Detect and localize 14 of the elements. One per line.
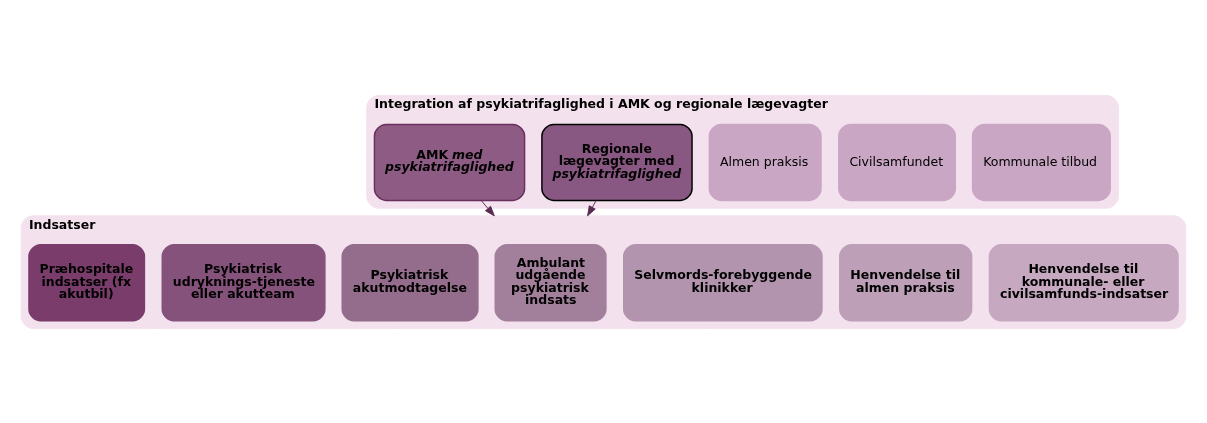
arrow [587,199,597,216]
node-box: Kommunale tilbud [971,123,1111,201]
node-box: Psykiatrisk akutmodtagelse [341,243,479,321]
node-box: Ambulant udgående psykiatrisk indsats [494,243,607,321]
node-box: Civilsamfundet [838,123,956,201]
node-box: Henvendelse til kommunale- eller civilsamfunds-indsatser [988,243,1179,321]
node-box: Psykiatrisk udryknings-tjeneste eller akutteam [161,243,326,321]
arrow [480,199,495,216]
node-box: Præhospitale indsatser (fx akutbil) [28,243,146,321]
node-box: Henvendelse til almen praksis [839,243,973,321]
node-box: Regionale lægevagter med psykiatrifaglighed [541,123,693,201]
node-box: AMK med psykiatrifaglighed [373,123,526,201]
node-box: Almen praksis [708,123,822,201]
node-box: Selvmords-forebyggende klinikker [623,243,823,321]
